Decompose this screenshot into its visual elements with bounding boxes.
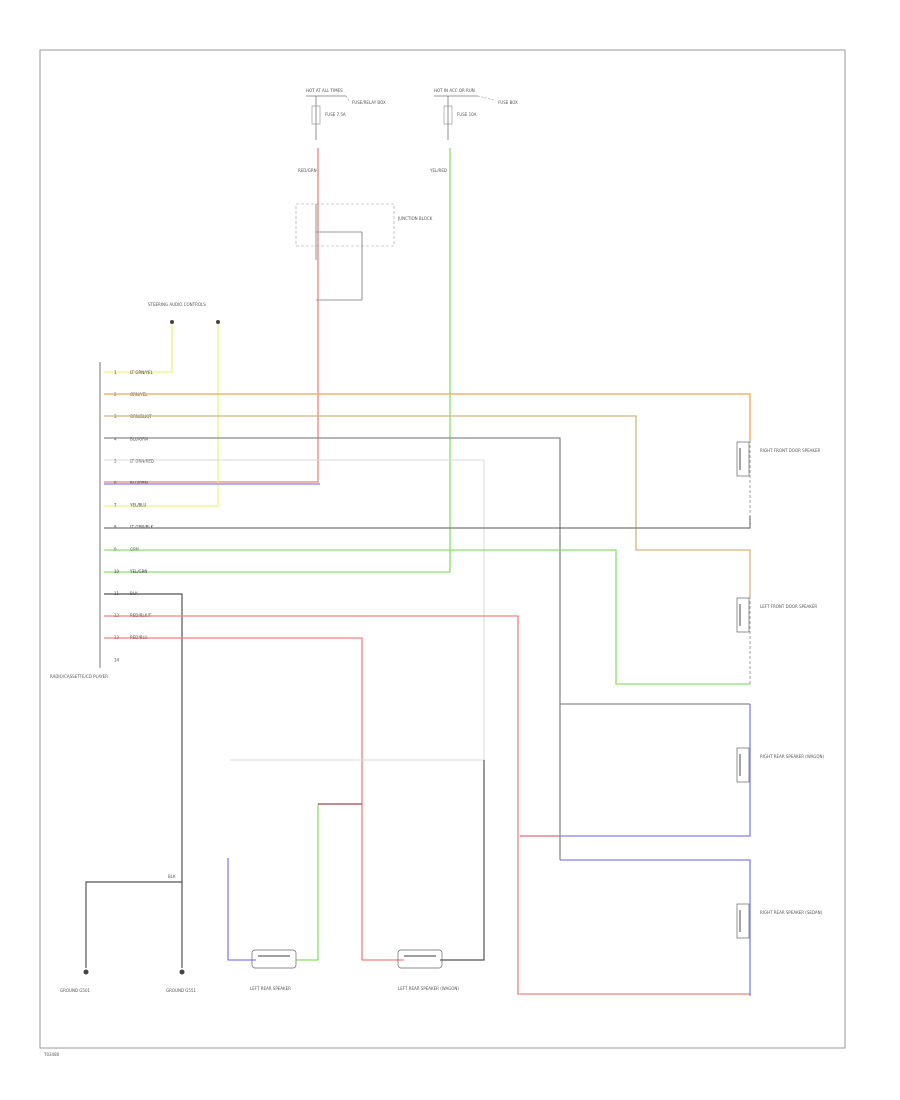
radio-pin-number: 4 — [114, 436, 117, 441]
radio-pin-number: 14 — [114, 657, 120, 662]
fuse-block-left-label: FUSE/RELAY BOX — [352, 100, 386, 105]
wire-red-13 — [104, 637, 404, 961]
ground-icon — [179, 969, 185, 975]
radio-pin-number: 9 — [114, 547, 117, 552]
wire-black — [104, 593, 183, 968]
ground-label: GROUND G501 — [60, 988, 90, 993]
hot-at-all-times-label: HOT AT ALL TIMES — [306, 88, 343, 93]
diagram-border — [39, 49, 846, 1049]
radio-unit: RADIO/CASSETTE/CD PLAYER — [50, 362, 108, 679]
fuse-block-right-label: FUSE BOX — [498, 100, 518, 105]
wire-tan — [104, 415, 751, 596]
power-feed-left: HOT AT ALL TIMES FUSE 7.5A FUSE/RELAY BO… — [306, 88, 386, 140]
speaker-left-front: LEFT FRONT DOOR SPEAKER — [736, 596, 817, 686]
wire-gray-rear — [104, 437, 750, 705]
speaker-right-front: RIGHT FRONT DOOR SPEAKER — [736, 440, 821, 530]
ground-icon — [83, 969, 89, 975]
speaker-right-rear-wagon: RIGHT REAR SPEAKER (WAGON) — [520, 704, 824, 837]
radio-pin-wire-label: YEL/GRN — [129, 569, 147, 574]
speaker-right-rear-sedan: RIGHT REAR SPEAKER (SEDAN) — [520, 704, 823, 996]
wire-label-red-grn: RED/GRN — [298, 168, 317, 173]
radio-pin-number: 3 — [114, 414, 117, 419]
wire-orange — [104, 393, 751, 440]
radio-pin-number: 10 — [114, 569, 120, 574]
steering-audio-label: STEERING AUDIO CONTROLS — [148, 302, 206, 307]
grounds: GROUND G501 GROUND G551 BLK — [60, 874, 196, 993]
power-feed-right: HOT IN ACC OR RUN FUSE 10A FUSE BOX — [434, 88, 518, 140]
speaker-label: RIGHT REAR SPEAKER (WAGON) — [760, 754, 824, 759]
radio-pin-wire-label: LT GRN/RED — [130, 458, 154, 463]
radio-pin-wire-label: BLU/ORN — [130, 436, 148, 441]
wire-darkgray — [104, 516, 751, 529]
fuse-2-label: FUSE 10A — [457, 112, 477, 117]
speaker-left-rear-wagon: LEFT REAR SPEAKER (WAGON) — [397, 760, 485, 991]
left-rear-wagon-label: LEFT REAR SPEAKER (WAGON) — [398, 986, 459, 991]
radio-pin-number: 1 — [114, 370, 117, 375]
connector-pin-icon — [216, 320, 220, 324]
radio-pin-wire-label: BLU/GRN — [130, 481, 148, 486]
connector-pin-icon — [170, 320, 174, 324]
fuse-icon — [311, 105, 321, 125]
radio-pin-wire-label: GRN — [130, 547, 139, 552]
wire-label-yel-red: YEL/RED — [429, 168, 447, 173]
wire-yellow-steer-2 — [104, 324, 219, 507]
wire-yellow-steer-1 — [104, 324, 173, 373]
radio-pin-number: 8 — [114, 525, 117, 530]
radio-pin-wire-label: YEL/BLU — [129, 503, 146, 508]
wire-lightgray — [104, 459, 485, 760]
wire-red-12 — [104, 615, 750, 995]
radio-pin-number: 6 — [114, 481, 117, 486]
speaker-label: RIGHT REAR SPEAKER (SEDAN) — [760, 910, 823, 915]
fuse-icon — [443, 105, 453, 125]
wire-green-power — [104, 148, 451, 573]
radio-pin-wire-label: LT GRN/YEL — [130, 370, 154, 375]
wire-label-blk: BLK — [168, 874, 176, 879]
fuse-1-label: FUSE 7.5A — [325, 112, 346, 117]
radio-pin-wire-label: LT GRN/BLK — [130, 525, 154, 530]
footer-code: T03480 — [43, 1052, 60, 1057]
speaker-left-rear: LEFT REAR SPEAKER — [227, 759, 484, 991]
junction-block-label: JUNCTION BLOCK — [397, 216, 433, 221]
junction-block: JUNCTION BLOCK — [295, 203, 433, 301]
radio-pin-number: 7 — [114, 503, 117, 508]
left-rear-speaker-label: LEFT REAR SPEAKER — [250, 986, 291, 991]
radio-pin-number: 5 — [114, 458, 117, 463]
radio-pin-wire-label: ORN/BLK/T — [130, 414, 152, 419]
speaker-label: RIGHT FRONT DOOR SPEAKER — [760, 448, 821, 453]
ground-label: GROUND G551 — [166, 988, 196, 993]
radio-unit-label: RADIO/CASSETTE/CD PLAYER — [50, 674, 108, 679]
speaker-label: LEFT FRONT DOOR SPEAKER — [760, 604, 817, 609]
wire-red-power — [104, 148, 319, 483]
wire-green-lf — [104, 549, 750, 685]
hot-in-acc-label: HOT IN ACC OR RUN — [434, 88, 475, 93]
